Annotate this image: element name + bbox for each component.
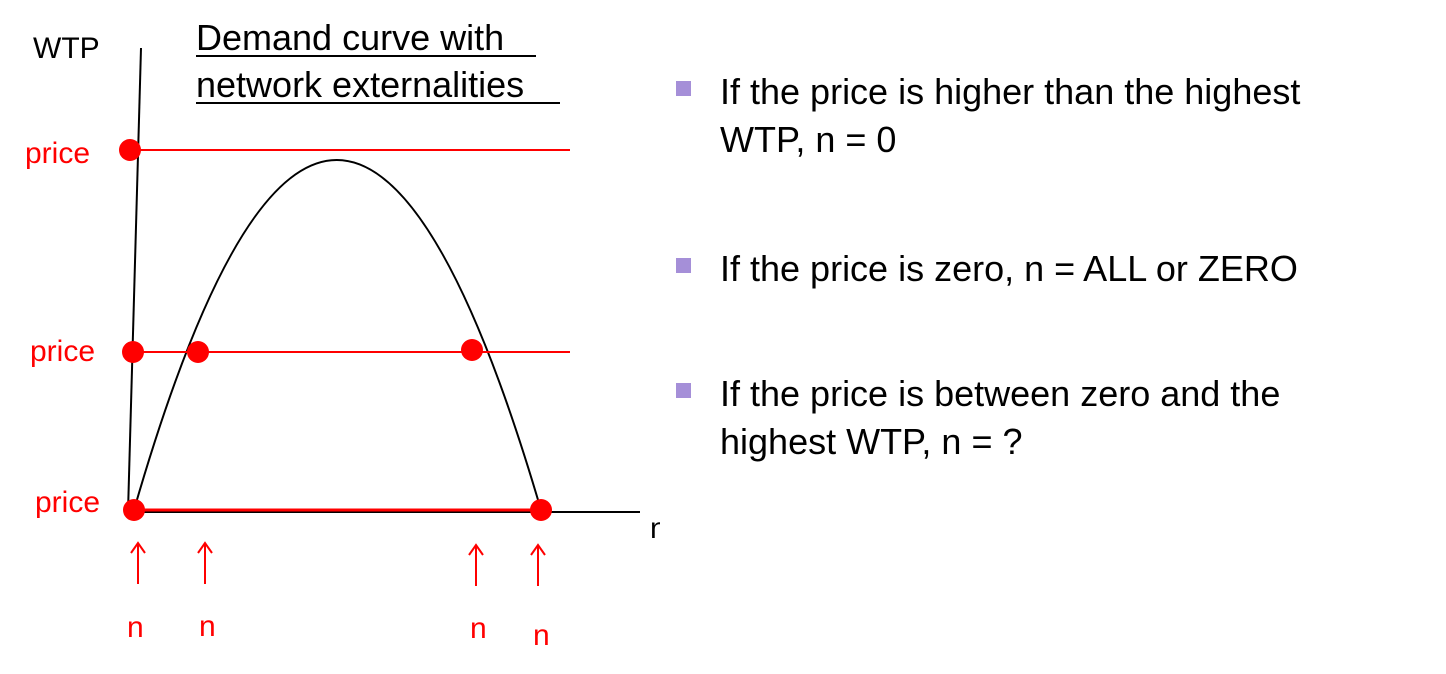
diagram-title: Demand curve with network externalities	[196, 17, 560, 105]
diagram-title-line-2: network externalities	[196, 64, 524, 105]
intersection-point-high-axis	[119, 139, 141, 161]
intersection-point-zero-right	[530, 499, 552, 521]
network-externalities-diagram: Demand curve with network externalities …	[25, 17, 660, 652]
square-bullet-icon	[676, 81, 691, 96]
n-label-1: n	[127, 611, 144, 644]
n-arrow-2	[197, 541, 213, 584]
square-bullet-icon	[676, 258, 691, 273]
square-bullet-icon	[676, 383, 691, 398]
intersection-point-middle-left	[187, 341, 209, 363]
bullet-item-zero-price: If the price is zero, n = ALL or ZERO	[676, 245, 1416, 293]
bullet-item-between-price: If the price is between zero and the hig…	[676, 370, 1416, 466]
price-label-zero: price	[35, 486, 100, 519]
bullet-item-higher-price: If the price is higher than the highest …	[676, 68, 1416, 164]
demand-curve	[133, 159, 542, 511]
bullet-line-2: highest WTP, n = ?	[720, 421, 1023, 462]
n-label-3: n	[470, 612, 487, 645]
intersection-point-middle-right	[461, 339, 483, 361]
n-arrow-3	[468, 543, 484, 586]
bullet-line-1: If the price is between zero and the	[720, 373, 1281, 414]
x-axis-label: n	[650, 512, 660, 545]
price-label-high: price	[25, 137, 90, 170]
intersection-point-zero-left	[123, 499, 145, 521]
n-label-2: n	[199, 610, 216, 643]
bullet-line-1: If the price is higher than the highest	[720, 71, 1301, 112]
y-axis-label: WTP	[33, 32, 100, 65]
bullet-text-between-price: If the price is between zero and the hig…	[720, 370, 1280, 466]
price-label-middle: price	[30, 335, 95, 368]
y-axis	[127, 47, 142, 513]
bullet-line-1: If the price is zero, n = ALL or ZERO	[720, 248, 1298, 289]
n-arrow-4	[530, 543, 546, 586]
n-arrow-1	[130, 541, 146, 584]
bullet-line-2: WTP, n = 0	[720, 119, 897, 160]
n-label-4: n	[533, 619, 550, 652]
bullet-text-zero-price: If the price is zero, n = ALL or ZERO	[720, 245, 1298, 293]
bullet-text-higher-price: If the price is higher than the highest …	[720, 68, 1300, 164]
intersection-point-middle-axis	[122, 341, 144, 363]
diagram-title-line-1: Demand curve with	[196, 17, 504, 58]
